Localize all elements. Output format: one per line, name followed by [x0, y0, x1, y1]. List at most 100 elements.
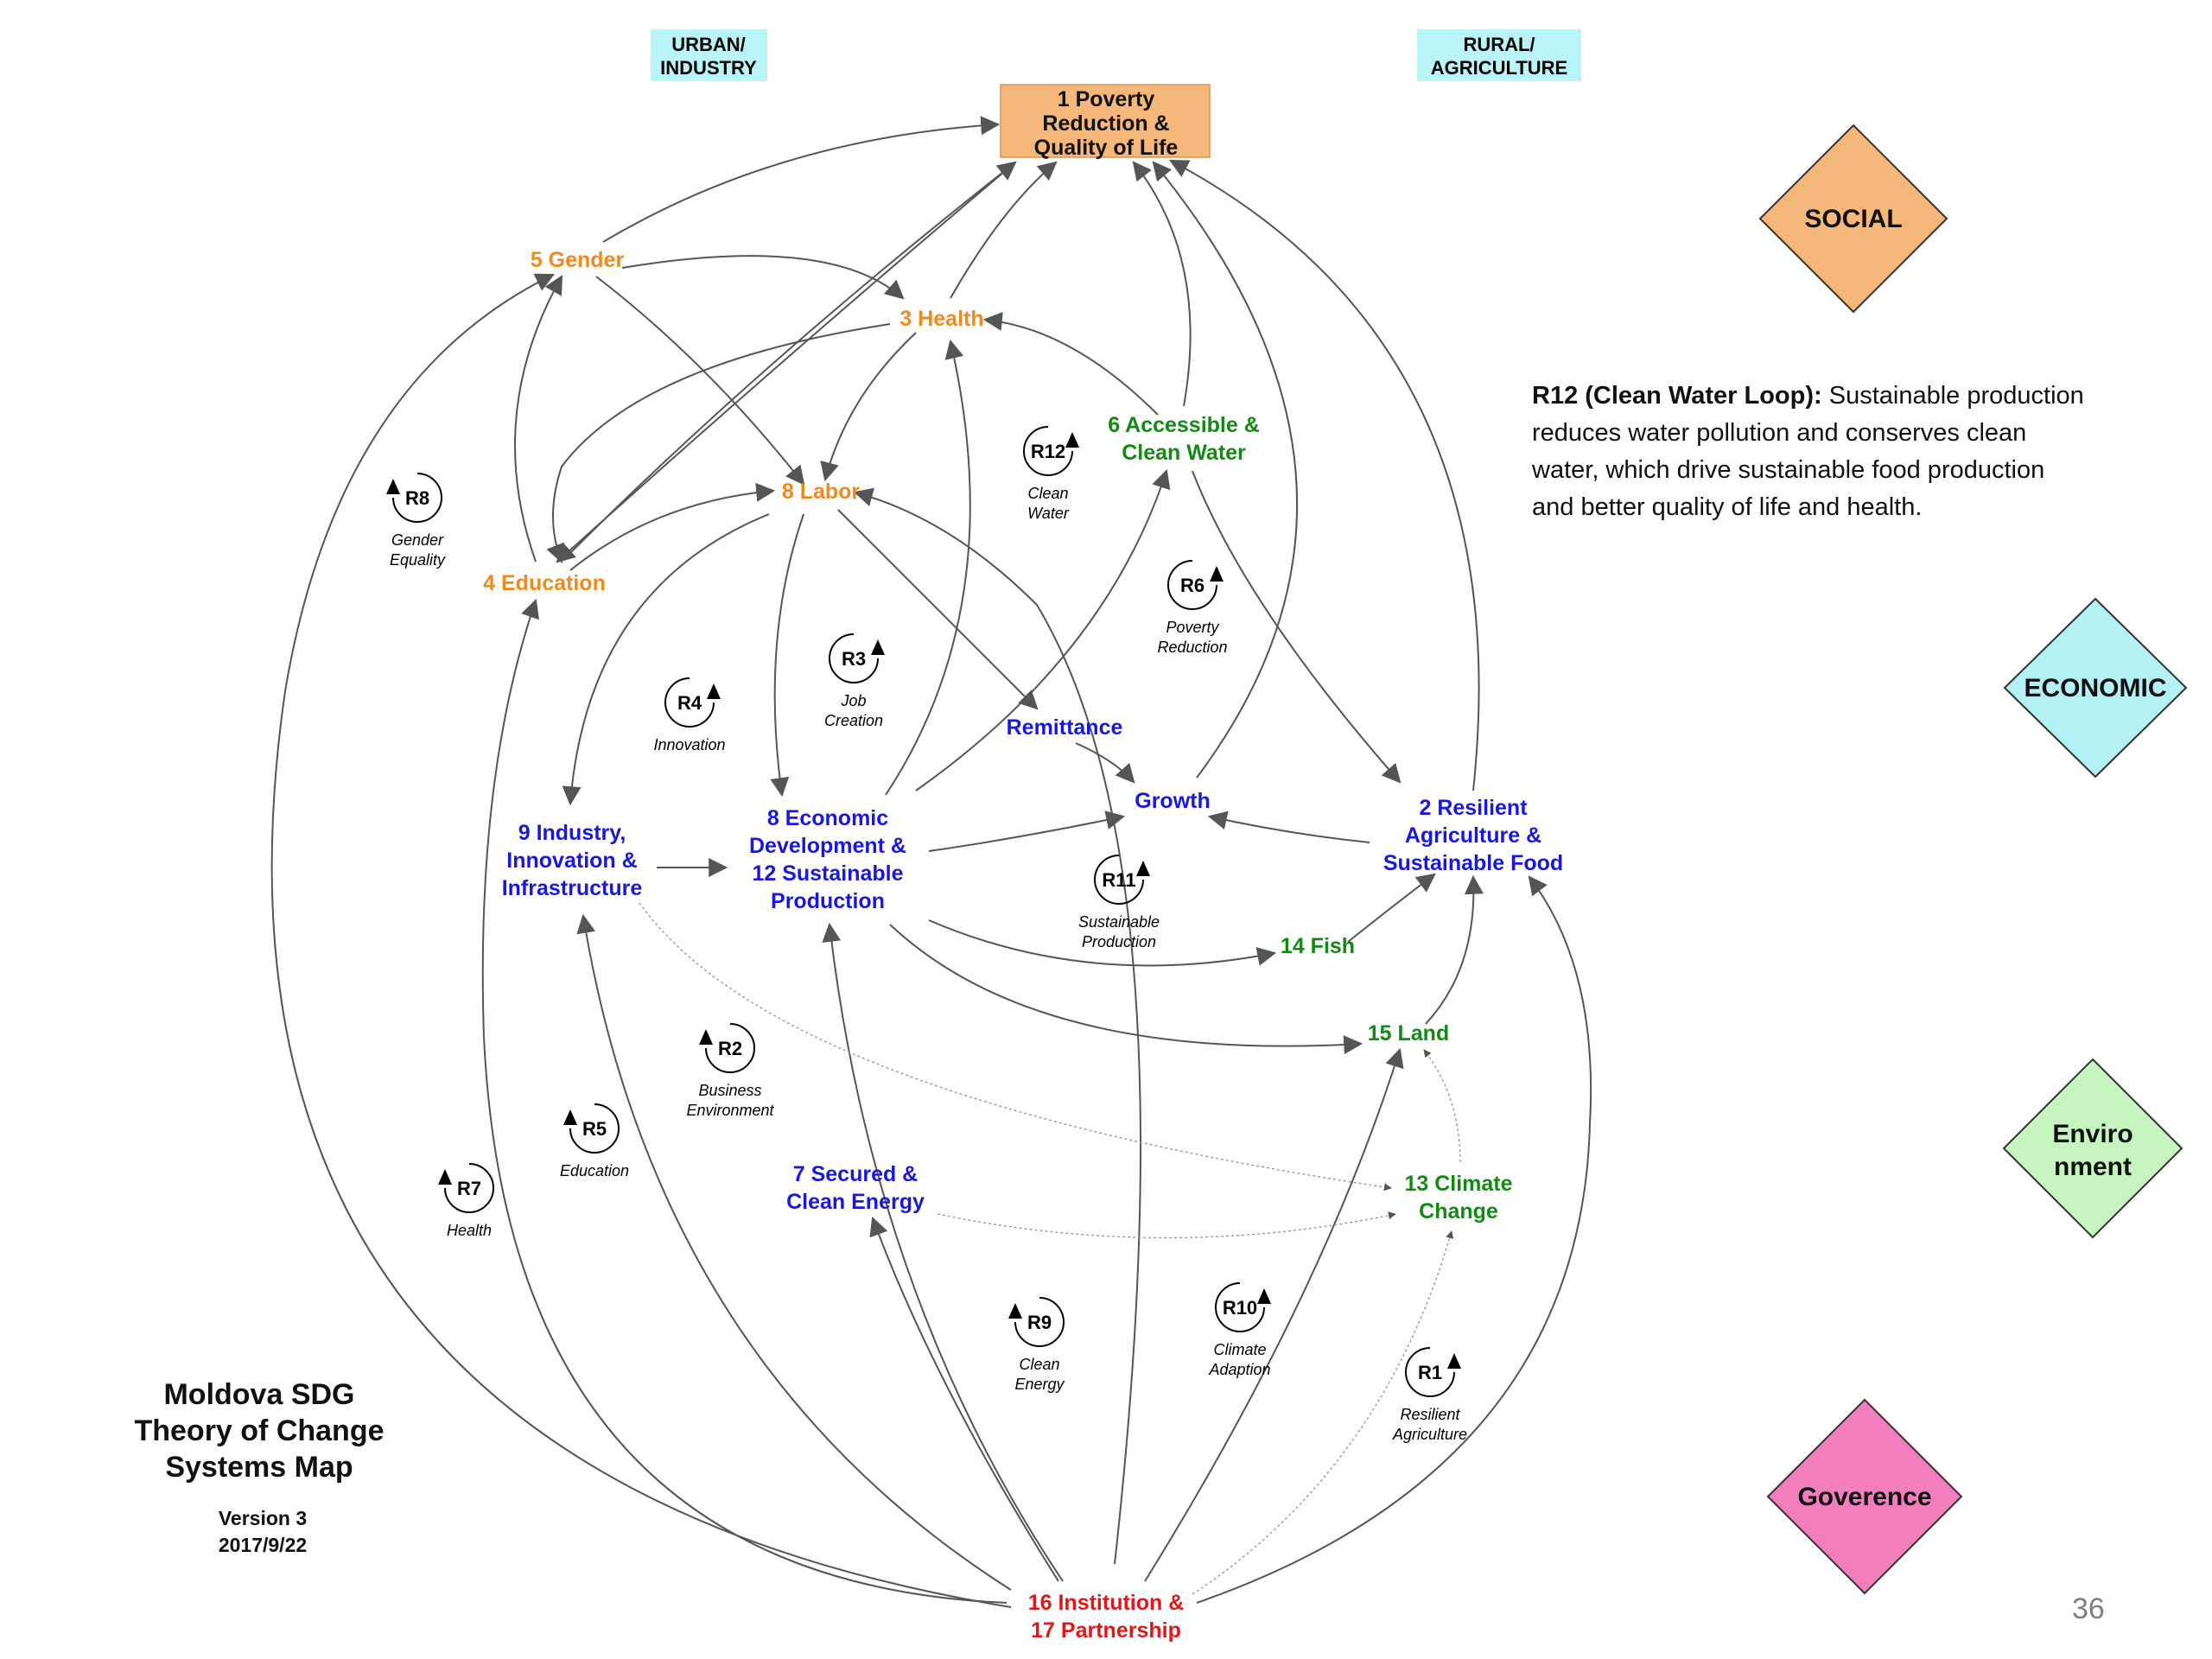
- loop-label: R8: [405, 487, 429, 509]
- legend-economic: ECONOMIC: [2003, 597, 2188, 779]
- loop-caption: Equality: [390, 551, 446, 569]
- link-gender-to-health: [621, 255, 905, 300]
- node-remittance: Remittance: [1007, 715, 1123, 740]
- svg-text:Change: Change: [1419, 1199, 1498, 1224]
- loop-label: R7: [457, 1178, 481, 1199]
- loop-arrowhead-icon: [563, 1109, 577, 1125]
- loop-arrowhead-icon: [386, 479, 400, 494]
- link-poverty-to-education: [556, 162, 1016, 563]
- loop-label: R9: [1027, 1312, 1052, 1333]
- page-number: 36: [2072, 1592, 2105, 1625]
- link-economic-dev-to-water: [915, 468, 1171, 791]
- node-gender: 5 Gender: [531, 248, 625, 272]
- loop-arrow-icon: [392, 473, 442, 523]
- svg-text:12 Sustainable: 12 Sustainable: [752, 861, 903, 886]
- svg-text:Sustainable Food: Sustainable Food: [1383, 851, 1563, 875]
- node-fish: 14 Fish: [1281, 934, 1355, 958]
- node-growth: Growth: [1135, 789, 1211, 813]
- loop-label: R1: [1418, 1362, 1442, 1383]
- svg-text:13 Climate: 13 Climate: [1404, 1172, 1512, 1196]
- loop-caption: Creation: [824, 712, 883, 729]
- legend-social: SOCIAL: [1758, 124, 1948, 314]
- svg-text:6 Accessible &: 6 Accessible &: [1108, 413, 1260, 437]
- loop-caption: Production: [1082, 933, 1156, 950]
- loop-arrowhead-icon: [1136, 861, 1150, 876]
- svg-text:2 Resilient: 2 Resilient: [1419, 796, 1528, 820]
- link-health-to-education: [546, 323, 891, 564]
- svg-text:Systems Map: Systems Map: [165, 1451, 353, 1484]
- link-education-to-labor: [569, 482, 776, 571]
- link-agriculture-to-poverty: [1169, 159, 1480, 791]
- link-education-to-gender: [514, 275, 563, 563]
- loop-arrowhead-icon: [438, 1169, 452, 1185]
- link-water-to-health: [982, 312, 1159, 416]
- loop-caption: Health: [447, 1222, 492, 1239]
- svg-text:URBAN/: URBAN/: [671, 34, 746, 55]
- svg-text:Development &: Development &: [749, 834, 906, 858]
- svg-text:Theory of Change: Theory of Change: [134, 1414, 384, 1447]
- loop-caption: Innovation: [653, 736, 725, 753]
- link-institution-to-agriculture: [1196, 875, 1592, 1604]
- loop-caption: Climate: [1213, 1341, 1266, 1358]
- svg-text:water, which drive sustainable: water, which drive sustainable food prod…: [1531, 456, 2044, 484]
- loop-arrowhead-icon: [1210, 566, 1224, 582]
- loop-arrowhead-icon: [1008, 1303, 1022, 1319]
- loop-arrow-icon: [664, 677, 715, 728]
- link-water-to-poverty: [1132, 161, 1192, 407]
- loop-arrow-icon: [1014, 1297, 1065, 1347]
- node-clean-water: 6 Accessible & Clean Water: [1108, 413, 1260, 465]
- loop-caption: Job: [840, 692, 866, 709]
- node-clean-energy: 7 Secured & Clean Energy: [786, 1162, 925, 1214]
- link-land-to-agriculture: [1425, 874, 1484, 1025]
- svg-text:nment: nment: [2054, 1153, 2132, 1181]
- loop-arrow-icon: [1094, 855, 1144, 905]
- svg-text:ECONOMIC: ECONOMIC: [2024, 674, 2167, 702]
- map-title: Moldova SDG Theory of Change Systems Map…: [134, 1378, 384, 1556]
- link-economic-dev-to-growth: [928, 810, 1126, 852]
- node-labor: 8 Labor: [782, 480, 861, 504]
- link-health-to-poverty: [950, 161, 1058, 299]
- node-resilient-agriculture: 2 Resilient Agriculture & Sustainable Fo…: [1383, 796, 1563, 875]
- loop-label: R3: [842, 648, 866, 670]
- loop-arrowhead-icon: [871, 639, 885, 655]
- date-label: 2017/9/22: [219, 1534, 307, 1556]
- link-institution-to-labor: [853, 487, 1141, 1565]
- loop-caption: Adaption: [1208, 1361, 1270, 1378]
- loop-caption: Clean: [1027, 485, 1068, 502]
- loop-arrow-icon: [1405, 1347, 1455, 1397]
- link-labor-to-economic-dev: [770, 513, 804, 798]
- loop-arrowhead-icon: [699, 1029, 713, 1045]
- link-energy-to-climate: [937, 1211, 1396, 1239]
- node-economic-development: 8 Economic Development & 12 Sustainable …: [749, 806, 906, 913]
- link-education-to-poverty: [569, 161, 1017, 554]
- loop-label: R5: [582, 1118, 607, 1140]
- svg-text:R12 (Clean Water Loop): Sustai: R12 (Clean Water Loop): Sustainable prod…: [1532, 382, 2084, 410]
- loop-label: R4: [677, 692, 702, 714]
- loop-caption: Education: [560, 1162, 629, 1179]
- svg-text:Enviro: Enviro: [2052, 1120, 2133, 1148]
- loop-arrow-icon: [569, 1103, 620, 1154]
- svg-text:Moldova SDG: Moldova SDG: [163, 1378, 354, 1411]
- node-health: 3 Health: [899, 307, 983, 331]
- svg-text:17 Partnership: 17 Partnership: [1031, 1618, 1181, 1643]
- svg-text:AGRICULTURE: AGRICULTURE: [1431, 57, 1567, 79]
- loop-caption: Sustainable: [1078, 913, 1160, 931]
- loop-arrowhead-icon: [707, 683, 721, 699]
- loop-description: R12 (Clean Water Loop): Sustainable prod…: [1531, 382, 2084, 521]
- loop-arrow-icon: [1167, 560, 1217, 610]
- link-economic-dev-to-health: [885, 339, 971, 796]
- node-poverty-reduction: 1 Poverty Reduction & Quality of Life: [1000, 84, 1211, 160]
- link-health-to-labor: [820, 332, 917, 482]
- link-gender-to-poverty: [602, 116, 1001, 243]
- node-institution-partnership: 16 Institution & 17 Partnership: [1028, 1591, 1185, 1643]
